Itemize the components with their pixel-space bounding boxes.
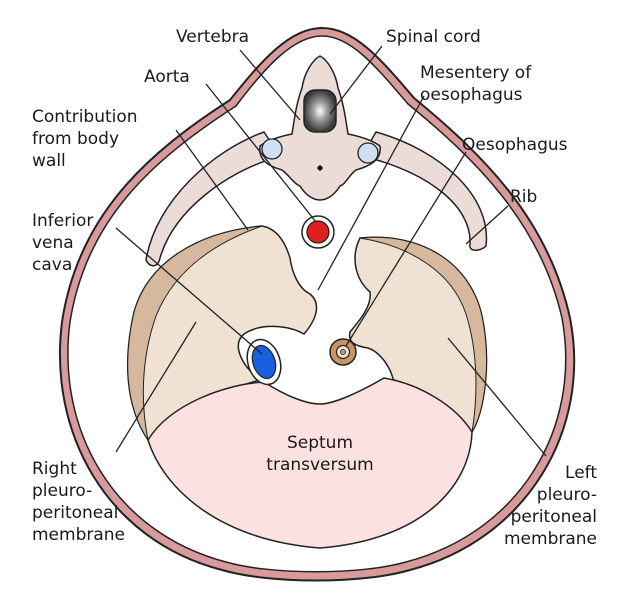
label-body-wall: Contribution from body wall bbox=[32, 106, 138, 172]
label-rib-text: Rib bbox=[510, 187, 538, 207]
label-right-membrane-line-2: pleuro- bbox=[32, 481, 93, 501]
label-septum-line-2: transversum bbox=[266, 455, 374, 475]
label-body-wall-line-2: from body bbox=[32, 129, 120, 149]
leader-rib bbox=[465, 205, 509, 245]
label-right-membrane-line-4: membrane bbox=[32, 525, 126, 545]
label-ivc-line-1: Inferior bbox=[32, 211, 94, 231]
label-mesentery: Mesentery of oesophagus bbox=[420, 62, 531, 106]
oesophagus bbox=[329, 338, 357, 366]
label-oesophagus-text: Oesophagus bbox=[462, 135, 568, 155]
label-septum-line-1: Septum bbox=[286, 433, 354, 453]
left-rib bbox=[145, 131, 282, 267]
label-body-wall-line-3: wall bbox=[32, 151, 66, 171]
label-right-membrane: Right pleuro- peritoneal membrane bbox=[32, 458, 125, 546]
label-mesentery-line-2: oesophagus bbox=[420, 85, 523, 105]
inferior-vena-cava bbox=[246, 338, 282, 386]
right-rib bbox=[360, 131, 488, 251]
leader-lines bbox=[115, 45, 547, 457]
label-aorta: Aorta bbox=[144, 66, 190, 88]
label-left-membrane-line-2: pleuro- bbox=[536, 485, 597, 505]
label-left-membrane-line-4: membrane bbox=[503, 529, 597, 549]
label-oesophagus: Oesophagus bbox=[462, 134, 568, 156]
label-ivc-line-2: vena bbox=[32, 233, 74, 253]
label-right-membrane-line-3: peritoneal bbox=[32, 503, 119, 523]
leader-ivc bbox=[115, 227, 263, 355]
spinal-cord bbox=[303, 89, 337, 133]
label-left-membrane: Left pleuro- peritoneal membrane bbox=[504, 462, 597, 550]
label-aorta-text: Aorta bbox=[144, 67, 190, 87]
label-left-membrane-line-3: peritoneal bbox=[510, 507, 597, 527]
label-vertebra: Vertebra bbox=[176, 26, 249, 48]
leader-mesentery bbox=[317, 95, 425, 291]
label-ivc: Inferior vena cava bbox=[32, 210, 93, 276]
label-right-membrane-line-1: Right bbox=[32, 459, 77, 479]
label-spinal-cord: Spinal cord bbox=[386, 26, 481, 48]
leader-oesophagus bbox=[345, 151, 467, 347]
label-body-wall-line-1: Contribution bbox=[32, 107, 138, 127]
leader-right-membrane bbox=[115, 321, 197, 453]
notochord-dot bbox=[317, 165, 323, 171]
label-left-membrane-line-1: Left bbox=[565, 463, 597, 483]
leader-aorta bbox=[205, 83, 317, 223]
label-septum: Septum transversum bbox=[262, 432, 378, 476]
label-mesentery-line-1: Mesentery of bbox=[420, 63, 532, 83]
label-ivc-line-3: cava bbox=[32, 255, 73, 275]
label-vertebra-text: Vertebra bbox=[176, 27, 250, 47]
label-rib: Rib bbox=[510, 186, 537, 208]
aorta bbox=[301, 215, 335, 249]
leader-left-membrane bbox=[447, 337, 547, 457]
leader-spinal-cord bbox=[329, 45, 383, 115]
leader-vertebra bbox=[239, 49, 301, 121]
leader-body-wall bbox=[175, 129, 249, 231]
right-rib-head bbox=[357, 142, 379, 164]
left-rib-head bbox=[261, 138, 283, 160]
label-spinal-cord-text: Spinal cord bbox=[386, 27, 481, 47]
